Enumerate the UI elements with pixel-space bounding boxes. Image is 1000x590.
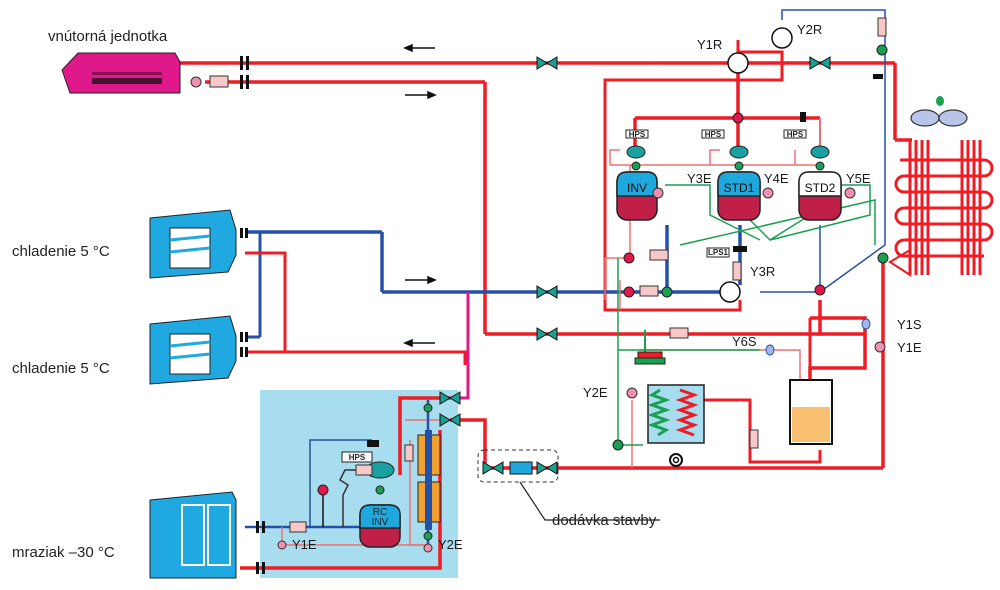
y1s-label: Y1S <box>897 317 922 332</box>
cooling-cabinet-2 <box>149 315 248 385</box>
site-supply-box <box>477 449 559 483</box>
compressor-std2: STD2 <box>798 171 842 221</box>
y1e-label: Y1E <box>897 340 922 355</box>
expansion-valves <box>277 187 886 553</box>
svg-text:HPS: HPS <box>705 130 722 139</box>
fan-blade-icon <box>910 109 940 127</box>
booster-y1e-label: Y1E <box>292 537 317 552</box>
cooling-cabinet-1 <box>149 209 248 279</box>
booster-y2e-label: Y2E <box>438 537 463 552</box>
expansion-valve-icon <box>190 76 202 88</box>
svg-text:HPS: HPS <box>349 453 366 462</box>
compressor-inv-label: INV <box>627 181 647 195</box>
hps-switches: HPS HPS HPS HPS LPS1 <box>341 74 883 463</box>
compressor-std1: STD1 <box>717 171 761 221</box>
y3r-label: Y3R <box>750 264 775 279</box>
reversing-valves <box>719 27 793 303</box>
suction-pipes <box>245 9 886 339</box>
booster-heat-exchanger <box>417 430 441 530</box>
y6s-label: Y6S <box>732 334 757 349</box>
solenoid-valves <box>765 318 871 356</box>
freezer-label: mraziak –30 °C <box>12 544 115 561</box>
svg-text:RC: RC <box>373 507 387 518</box>
y2e-label: Y2E <box>583 385 608 400</box>
y2r-valve-icon <box>771 27 793 49</box>
condenser-coil <box>888 96 994 277</box>
cooling-1-label: chladenie 5 °C <box>12 243 110 260</box>
liquid-receiver <box>789 379 833 445</box>
cooling-2-label: chladenie 5 °C <box>12 360 110 377</box>
y5e-label: Y5E <box>846 171 871 186</box>
compressor-std1-label: STD1 <box>724 181 755 195</box>
compressor-rc-inv: RC INV <box>359 504 401 548</box>
economizer <box>634 351 705 467</box>
indoor-unit-label: vnútorná jednotka <box>48 28 168 45</box>
service-valves <box>439 56 831 475</box>
compressor-inv: INV <box>616 171 658 221</box>
y3r-valve-icon <box>719 281 741 303</box>
svg-text:HPS: HPS <box>787 130 804 139</box>
lps-switch <box>706 247 730 258</box>
cabinet-liquid-pipes <box>245 251 467 365</box>
site-supply-label: dodávka stavby <box>552 512 657 529</box>
svg-text:HPS: HPS <box>629 130 646 139</box>
filters <box>289 17 887 533</box>
y2r-label: Y2R <box>797 22 822 37</box>
compressor-std2-label: STD2 <box>805 181 836 195</box>
oil-separators <box>365 145 830 495</box>
svg-text:LPS1: LPS1 <box>708 248 729 257</box>
svg-text:INV: INV <box>372 517 389 528</box>
flow-arrows <box>403 43 437 348</box>
junction-dots <box>317 44 889 541</box>
liquid-pipes <box>550 258 885 470</box>
y4e-label: Y4E <box>764 171 789 186</box>
indoor-unit <box>61 52 249 94</box>
y3e-label: Y3E <box>687 171 712 186</box>
filter-drier <box>509 461 533 475</box>
y1r-label: Y1R <box>697 37 722 52</box>
freezer-link-pipe <box>450 292 470 400</box>
freezer-cabinet <box>149 491 265 579</box>
annotation-leader <box>519 481 660 521</box>
y1r-valve-icon <box>727 52 749 74</box>
